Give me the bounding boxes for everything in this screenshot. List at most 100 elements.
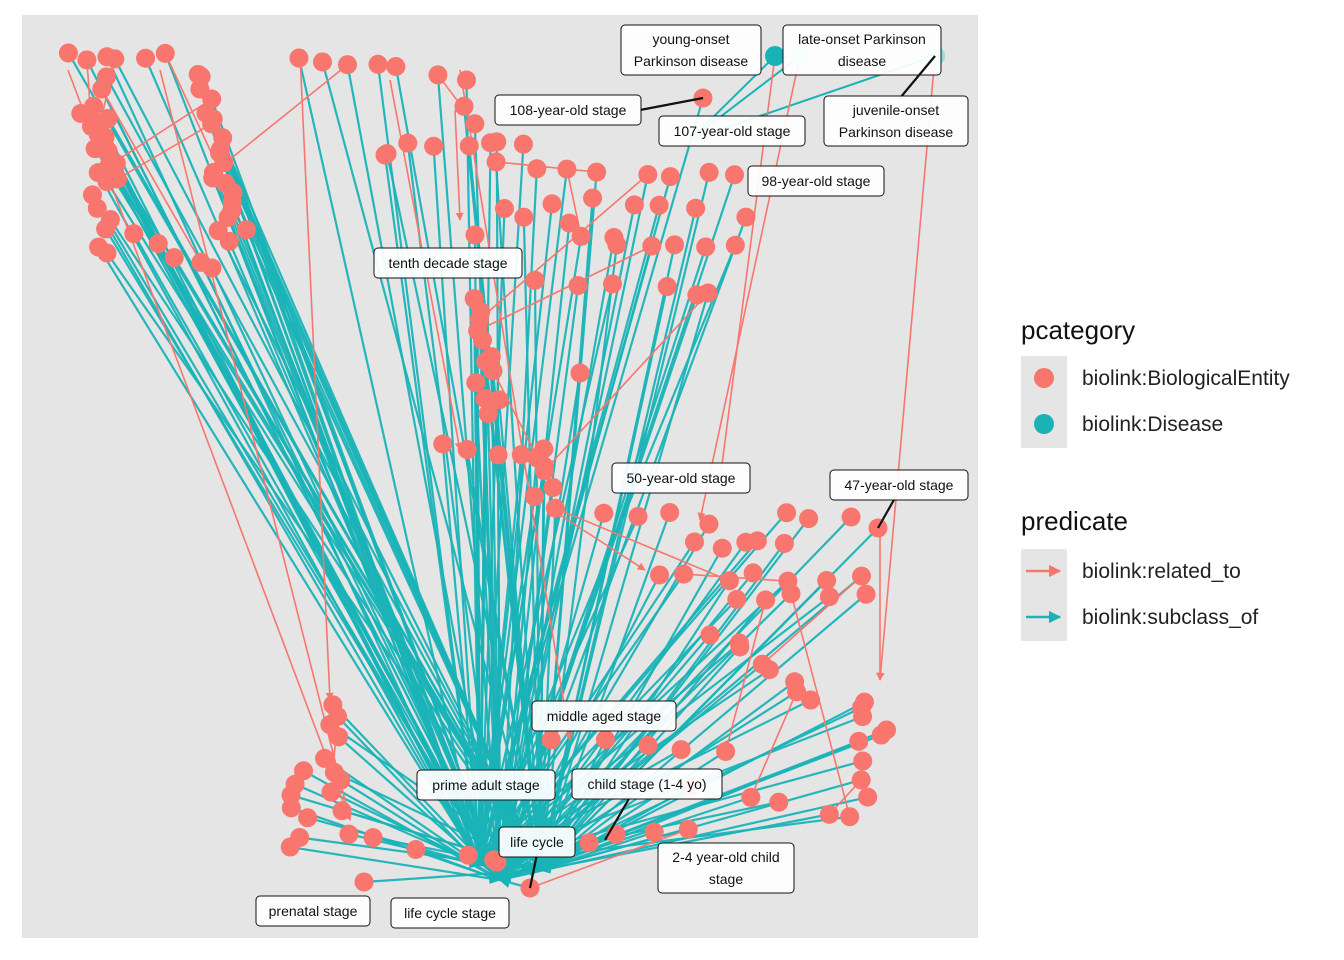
entity-node [375, 145, 395, 165]
entity-node [604, 227, 624, 247]
entity-node [428, 65, 448, 85]
subclass-edge [211, 177, 502, 882]
entity-node [851, 770, 871, 790]
entity-node [155, 43, 175, 63]
label-108-year: 108-year-old stage [494, 94, 704, 126]
label-text: 47-year-old stage [845, 477, 954, 493]
entity-node [756, 590, 776, 610]
entity-node [650, 565, 670, 585]
label-text: young-onset [652, 31, 729, 47]
entity-node [712, 538, 732, 558]
entity-node [105, 49, 125, 69]
label-text: late-onset Parkinson [798, 31, 926, 47]
label-box [658, 115, 806, 147]
entity-node [674, 564, 694, 584]
entity-node [657, 277, 677, 297]
entity-node [602, 274, 622, 294]
related-edge [437, 74, 476, 125]
label-box [611, 462, 751, 494]
label-life-cycle: life cycle [498, 826, 576, 889]
subclass-edge [499, 744, 649, 881]
entity-node [203, 109, 223, 129]
label-box [823, 95, 969, 147]
entity-node [486, 152, 506, 172]
subclass-edge [476, 283, 614, 867]
entity-node [871, 725, 891, 745]
label-box [373, 247, 523, 279]
label-middle-aged: middle aged stage [531, 700, 677, 732]
entity-node [801, 690, 821, 710]
label-text: 107-year-old stage [674, 123, 791, 139]
subclass-edge [157, 243, 481, 866]
legend-label: biolink:subclass_of [1082, 606, 1258, 629]
label-child-stage: child stage (1-4 yo) [571, 768, 723, 841]
subclass-edge [321, 61, 543, 872]
label-text: prime adult stage [432, 777, 540, 793]
label-box [829, 469, 969, 501]
entity-node [298, 808, 318, 828]
label-leader-line [528, 853, 539, 889]
entity-node [454, 96, 474, 116]
entity-node [642, 236, 662, 256]
entity-node [489, 390, 509, 410]
related-edge [116, 123, 212, 180]
related-edge [159, 69, 353, 821]
label-text: life cycle stage [404, 905, 496, 921]
entity-node [481, 133, 501, 153]
related-edge [559, 514, 646, 571]
entity-node [819, 804, 839, 824]
nodes [58, 43, 945, 898]
subclass-edge [297, 57, 484, 867]
entity-node [398, 133, 418, 153]
entity-node [465, 225, 485, 245]
entity-node [329, 727, 349, 747]
entity-node [644, 822, 664, 842]
entity-node [638, 165, 658, 185]
entity-node [817, 571, 837, 591]
label-text: 2-4 year-old child [672, 849, 779, 865]
subclass-edge [535, 197, 594, 872]
entity-node [315, 748, 335, 768]
entity-node [699, 162, 719, 182]
entity-node [777, 503, 797, 523]
entity-node [281, 798, 301, 818]
entity-node [368, 54, 388, 74]
legend-label: biolink:Disease [1082, 413, 1223, 436]
entity-node [280, 837, 300, 857]
label-box [390, 897, 510, 929]
entity-node [514, 207, 534, 227]
entity-node [725, 235, 745, 255]
subclass-edge [363, 865, 542, 884]
subclass-edge [415, 848, 502, 882]
label-leader-line [639, 96, 704, 112]
entity-node [624, 195, 644, 215]
entity-node [534, 461, 554, 481]
entity-node [671, 740, 691, 760]
label-box [747, 165, 885, 197]
entity-node [853, 751, 873, 771]
entity-node [543, 477, 563, 497]
entity-node [660, 502, 680, 522]
entity-node [386, 57, 406, 77]
entity-node [725, 165, 745, 185]
entity-node [853, 707, 873, 727]
entity-node [88, 124, 108, 144]
label-50-year: 50-year-old stage [611, 462, 751, 494]
label-box [571, 768, 723, 800]
entity-node [525, 270, 545, 290]
entity-node [719, 571, 739, 591]
subclass-edge [537, 292, 710, 872]
entity-node [466, 373, 486, 393]
subclass-edge [477, 97, 705, 867]
label-text: tenth decade stage [388, 255, 507, 271]
subclass-edge [535, 244, 618, 872]
entity-node [545, 498, 565, 518]
entity-node [638, 735, 658, 755]
related-edge [459, 69, 573, 741]
entity-node [124, 224, 144, 244]
related-edge [566, 168, 584, 238]
entity-node [741, 787, 761, 807]
entity-node [321, 782, 341, 802]
